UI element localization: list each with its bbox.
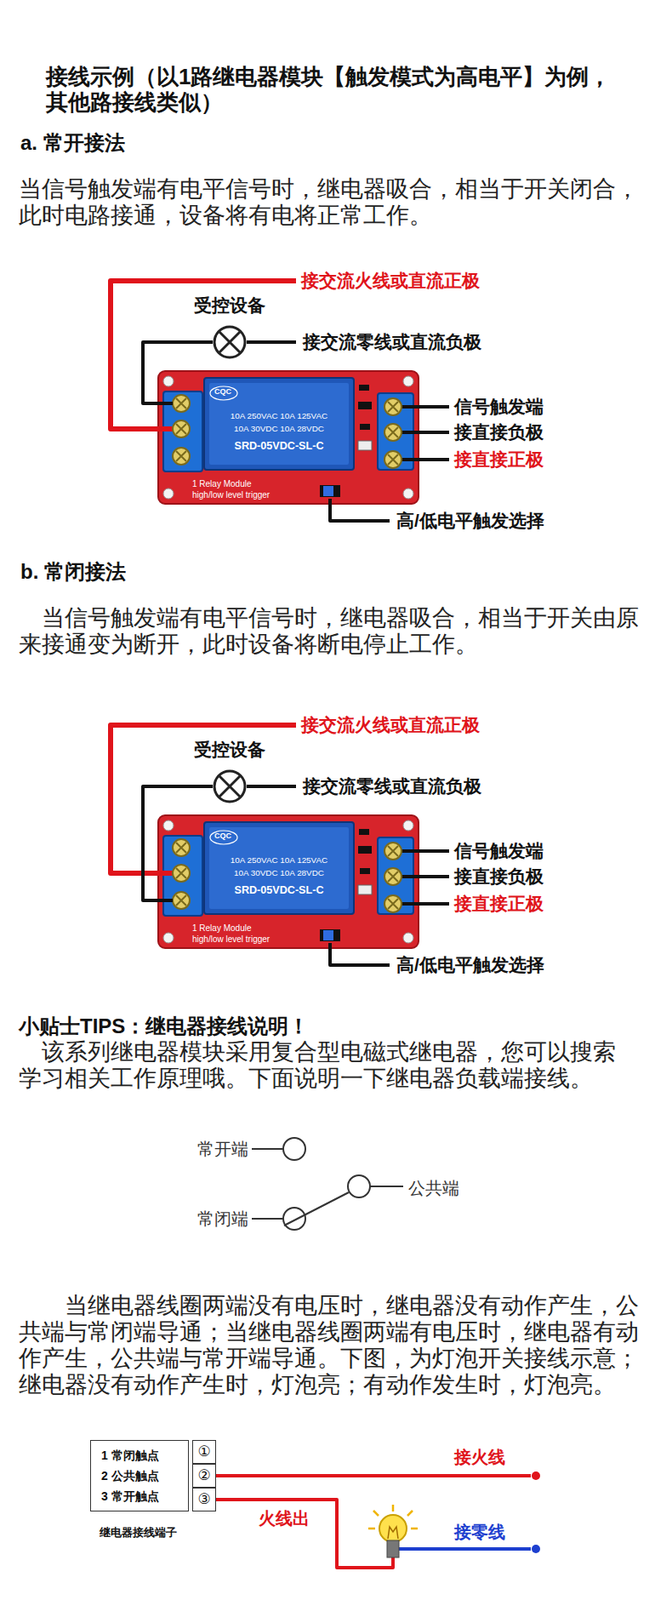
pin-label: 接直接负极 — [454, 865, 544, 887]
terminal-legend-line: 3 常开触点 — [101, 1487, 160, 1504]
contact-lead — [251, 1147, 284, 1150]
terminal-legend-line: 2 公共触点 — [101, 1467, 160, 1483]
wire-label: 接火线 — [454, 1446, 506, 1467]
controlled-device-lamp: 受控设备 — [212, 324, 247, 359]
terminal-caption: 继电器接线端子 — [99, 1525, 177, 1539]
filament — [387, 1526, 399, 1538]
wire-label: 火线出 — [258, 1507, 310, 1528]
live-wire — [216, 1473, 531, 1477]
relay-model: SRD-05VDC-SL-C — [204, 438, 354, 454]
bulb-glass — [379, 1514, 407, 1542]
relay-module-board: CQC 10A 250VAC 10A 125VAC10A 30VDC 10A 28… — [158, 370, 419, 504]
wire-label: 接交流零线或直流负极 — [302, 331, 482, 353]
contact-label: 公共端 — [408, 1177, 460, 1198]
relay-module-board: CQC 10A 250VAC 10A 125VAC10A 30VDC 10A 28… — [158, 814, 419, 948]
wire-label: 接交流零线或直流负极 — [302, 775, 482, 797]
lamp-circle — [214, 770, 245, 802]
terminal-cell: ② — [192, 1463, 217, 1487]
board-silkscreen: high/low level trigger — [192, 489, 270, 501]
board-silkscreen: high/low level trigger — [192, 933, 270, 945]
device-lead-wire — [142, 341, 213, 404]
contact-label: 常闭端 — [197, 1207, 249, 1229]
lamp-symbol — [212, 324, 247, 359]
relay-rating: 10A 30VDC 10A 28VDC — [204, 422, 354, 434]
lamp-lead-stub — [158, 898, 173, 902]
pin-label: 信号触发端 — [454, 840, 544, 861]
bulb-base — [387, 1539, 399, 1557]
section-heading: a. 常开接法 — [20, 130, 126, 155]
terminal-legend-line: 1 常闭触点 — [101, 1446, 160, 1463]
wire-label: 接交流火线或直流正极 — [301, 714, 480, 735]
wire-label: 接交流火线或直流正极 — [301, 270, 480, 291]
device-lead-wire — [142, 785, 213, 900]
contact-circle — [283, 1207, 306, 1230]
switch-symbol — [251, 1137, 404, 1230]
lamp-lead-stub — [158, 401, 173, 405]
relay-module-illustration — [110, 724, 450, 965]
terminal-number: ③ — [193, 1487, 216, 1510]
terminal-number: ① — [193, 1440, 216, 1463]
lamp-circle — [214, 326, 245, 358]
paragraph: 当继电器线圈两端没有电压时，继电器没有动作产生，公共端与常闭端导通；当继电器线圈… — [18, 1292, 653, 1398]
contact-label: 常开端 — [197, 1138, 249, 1159]
terminal-legend-box: 1 常闭触点2 公共触点3 常开触点继电器接线端子 — [90, 1439, 189, 1511]
contact-lead — [370, 1184, 404, 1187]
contact-lead — [251, 1217, 284, 1219]
switch-arm — [284, 1191, 349, 1225]
page-title: 接线示例（以1路继电器模块【触发模式为高电平】为例，其他路接线类似） — [45, 63, 625, 115]
relay-rating: 10A 250VAC 10A 125VAC — [204, 854, 354, 866]
wire-end-dot — [531, 1543, 541, 1553]
pin-label: 接直接负极 — [454, 421, 544, 443]
pin-label: 接直接正极 — [454, 893, 544, 914]
board-silkscreen: 1 Relay Module — [192, 922, 251, 934]
relay-model: SRD-05VDC-SL-C — [204, 882, 354, 898]
board-silkscreen: 1 Relay Module — [192, 478, 251, 490]
wire-label: 接零线 — [454, 1520, 506, 1542]
lamp-wiring — [216, 1470, 541, 1567]
contact-circle — [283, 1137, 306, 1160]
pin-label: 信号触发端 — [454, 396, 544, 417]
lamp-symbol — [212, 768, 247, 803]
contact-circle — [347, 1174, 371, 1197]
cert-mark: CQC — [214, 831, 232, 841]
lamp-cross — [219, 775, 240, 797]
cert-mark: CQC — [214, 387, 232, 397]
live-out-wire — [216, 1498, 393, 1567]
paragraph: 当信号触发端有电平信号时，继电器吸合，相当于开关由原来接通变为断开，此时设备将断… — [18, 604, 653, 658]
wire-end-dot — [531, 1470, 541, 1480]
terminal-number: ② — [193, 1463, 216, 1487]
jumper-label: 高/低电平触发选择 — [396, 954, 545, 975]
section-heading: b. 常闭接法 — [20, 559, 126, 584]
neutral-wire — [398, 1546, 531, 1550]
device-caption: 受控设备 — [193, 738, 266, 760]
relay-rating: 10A 30VDC 10A 28VDC — [204, 866, 354, 878]
paragraph: 该系列继电器模块采用复合型电磁式继电器，您可以搜索学习相关工作原理哦。下面说明一… — [18, 1038, 627, 1092]
controlled-device-lamp: 受控设备 — [212, 768, 247, 803]
section-heading: 小贴士TIPS：继电器接线说明！ — [18, 1013, 309, 1038]
paragraph: 当信号触发端有电平信号时，继电器吸合，相当于开关闭合，此时电路接通，设备将有电将… — [18, 176, 653, 229]
relay-rating: 10A 250VAC 10A 125VAC — [204, 410, 354, 422]
jumper-label: 高/低电平触发选择 — [396, 510, 545, 531]
relay-component: CQC 10A 250VAC 10A 125VAC10A 30VDC 10A 28… — [204, 821, 354, 914]
lamp-cross — [219, 331, 240, 353]
terminal-cell: ③ — [192, 1486, 217, 1511]
relay-component: CQC 10A 250VAC 10A 125VAC10A 30VDC 10A 28… — [204, 377, 354, 470]
device-caption: 受控设备 — [193, 294, 266, 316]
pin-label: 接直接正极 — [454, 449, 544, 470]
terminal-cell: ① — [192, 1439, 217, 1464]
relay-module-illustration — [110, 280, 450, 521]
